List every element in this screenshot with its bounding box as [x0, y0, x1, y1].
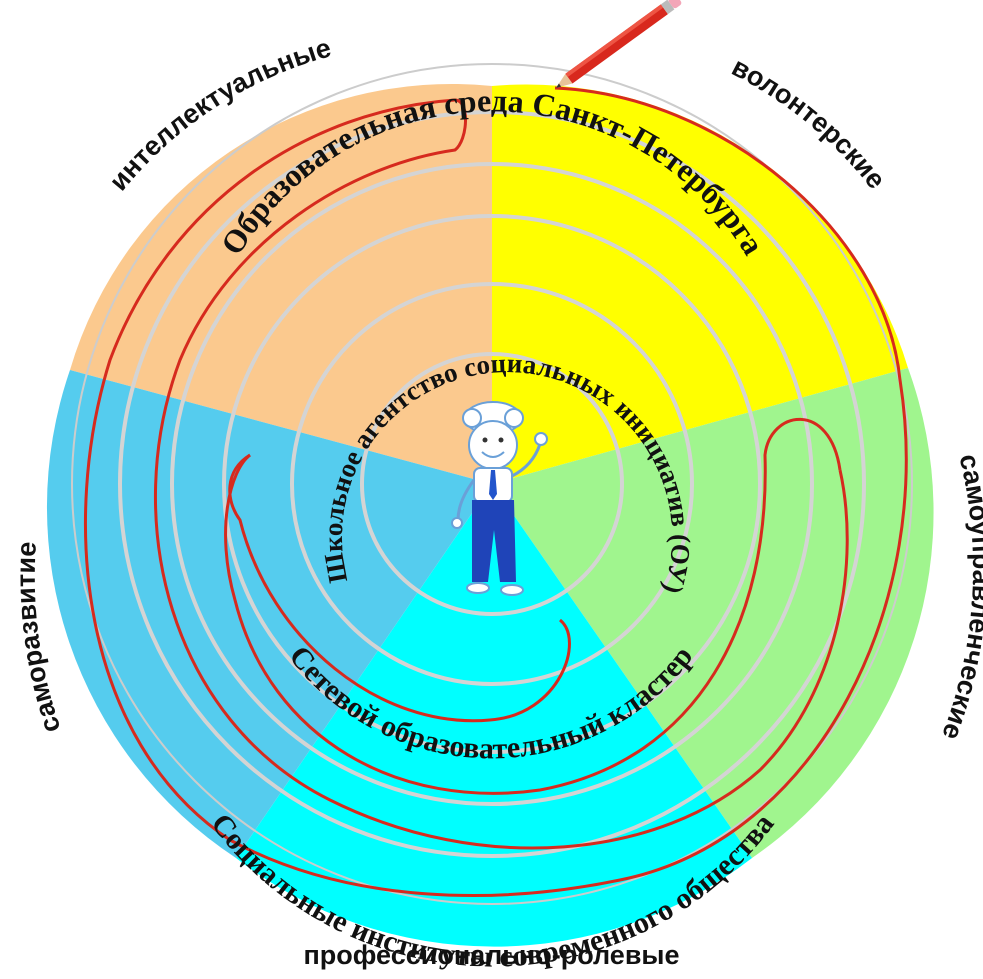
- path-loop-top: [154, 98, 849, 850]
- ring-circle: [222, 214, 762, 754]
- sector-label-selfgov: самоуправленческие: [936, 451, 983, 744]
- red-path: [84, 86, 908, 897]
- sectors: [46, 83, 934, 947]
- ring-circle: [290, 282, 694, 686]
- path-outer-spiral: [84, 86, 908, 897]
- ring-circle: [118, 110, 866, 858]
- concentric-rings: [118, 110, 866, 858]
- ring-circle: [170, 162, 814, 806]
- sector-volunteer: [492, 84, 908, 484]
- boy-character-icon: [451, 401, 548, 596]
- path-loop-left: [228, 453, 571, 723]
- outer-border: [71, 63, 913, 905]
- path-loop-right: [224, 417, 842, 795]
- sector-label-professional: профессионально-ролевые: [303, 940, 680, 970]
- sector-selfgov: [492, 368, 934, 858]
- sector-selfdev: [46, 370, 493, 858]
- pencil-icon: [556, 0, 682, 88]
- ring-circle: [360, 352, 624, 616]
